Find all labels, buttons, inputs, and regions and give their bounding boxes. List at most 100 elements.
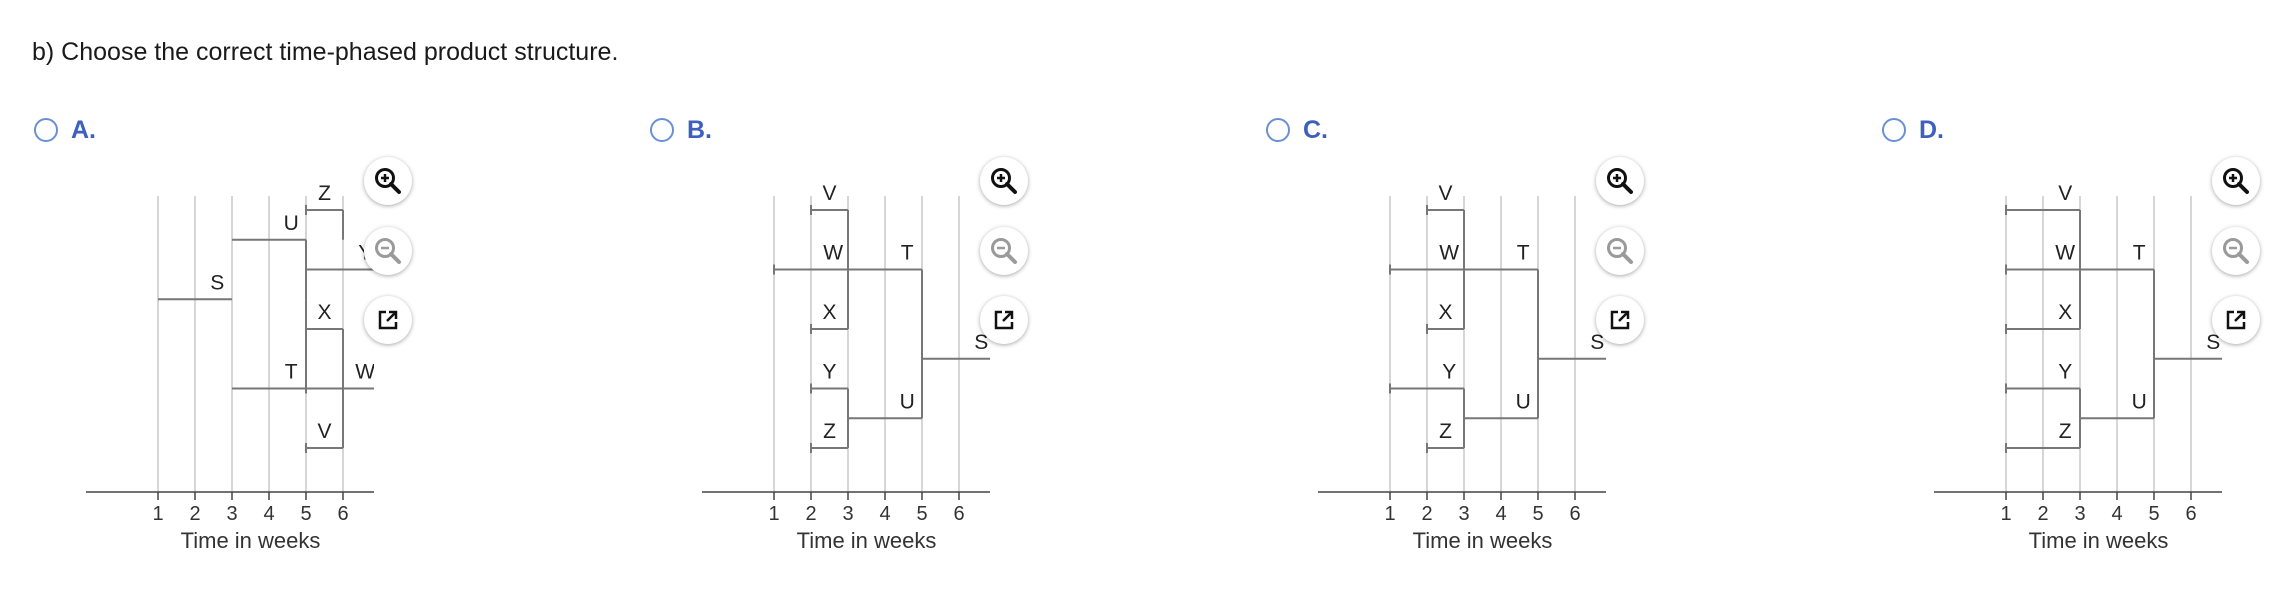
- radio-button[interactable]: [1882, 118, 1906, 142]
- x-tick-label: 4: [2111, 503, 2122, 525]
- item-label-s: S: [974, 331, 988, 354]
- item-label-v: V: [2058, 182, 2072, 205]
- zoom-in-icon: [1607, 168, 1633, 194]
- item-label-u: U: [2132, 390, 2147, 413]
- zoom-out-icon: [2223, 238, 2249, 264]
- x-tick-label: 5: [2148, 503, 2159, 525]
- item-label-z: Z: [2059, 420, 2072, 443]
- item-label-s: S: [210, 271, 224, 294]
- x-tick-label: 1: [2000, 503, 2011, 525]
- open-in-new-window-icon: [994, 310, 1014, 330]
- zoom-out-icon: [1607, 238, 1633, 264]
- open-in-new-window-icon: [2226, 310, 2246, 330]
- x-tick-label: 6: [1569, 503, 1580, 525]
- item-label-y: Y: [1442, 361, 1456, 384]
- open-new-window-button[interactable]: [364, 296, 412, 344]
- item-label-s: S: [1590, 331, 1604, 354]
- x-tick-label: 1: [152, 503, 163, 525]
- item-label-z: Z: [823, 420, 836, 443]
- x-tick-label: 3: [1458, 503, 1469, 525]
- zoom-in-button[interactable]: [1596, 157, 1644, 205]
- x-tick-label: 4: [879, 503, 890, 525]
- x-tick-label: 3: [842, 503, 853, 525]
- x-tick-label: 6: [337, 503, 348, 525]
- option-radio-label[interactable]: D.: [1882, 114, 1944, 146]
- x-tick-label: 2: [2037, 503, 2048, 525]
- product-structure-chart: 1234567Time in weeksSUTZYXWV: [86, 182, 374, 553]
- item-label-x: X: [822, 301, 836, 324]
- open-in-new-window-icon: [378, 310, 398, 330]
- zoom-in-button[interactable]: [980, 157, 1028, 205]
- item-label-w: W: [2055, 242, 2075, 265]
- x-tick-label: 3: [226, 503, 237, 525]
- x-tick-label: 6: [953, 503, 964, 525]
- item-label-t: T: [2133, 242, 2146, 265]
- x-axis-label: Time in weeks: [181, 528, 321, 553]
- option-radio-label[interactable]: C.: [1266, 114, 1328, 146]
- item-label-x: X: [1438, 301, 1452, 324]
- question-text: b) Choose the correct time-phased produc…: [32, 38, 619, 66]
- item-label-v: V: [822, 182, 836, 205]
- item-label-t: T: [1517, 242, 1530, 265]
- item-label-z: Z: [318, 182, 331, 205]
- x-tick-label: 4: [1495, 503, 1506, 525]
- zoom-in-icon: [991, 168, 1017, 194]
- zoom-out-button[interactable]: [1596, 227, 1644, 275]
- x-tick-label: 2: [189, 503, 200, 525]
- zoom-in-icon: [2223, 168, 2249, 194]
- item-label-z: Z: [1439, 420, 1452, 443]
- option-letter: A.: [71, 115, 96, 144]
- option-letter: D.: [1919, 115, 1944, 144]
- option-radio-label[interactable]: A.: [34, 114, 96, 146]
- item-label-y: Y: [2058, 361, 2072, 384]
- x-tick-label: 3: [2074, 503, 2085, 525]
- item-label-u: U: [1516, 390, 1531, 413]
- x-axis-label: Time in weeks: [2029, 528, 2169, 553]
- x-axis-label: Time in weeks: [1413, 528, 1553, 553]
- x-tick-label: 5: [300, 503, 311, 525]
- x-tick-label: 2: [805, 503, 816, 525]
- radio-button[interactable]: [34, 118, 58, 142]
- item-label-y: Y: [822, 361, 836, 384]
- open-new-window-button[interactable]: [2212, 296, 2260, 344]
- item-label-v: V: [1438, 182, 1452, 205]
- radio-button[interactable]: [1266, 118, 1290, 142]
- option-radio-label[interactable]: B.: [650, 114, 712, 146]
- item-label-w: W: [355, 361, 374, 384]
- x-tick-label: 4: [263, 503, 274, 525]
- item-label-x: X: [317, 301, 331, 324]
- zoom-in-icon: [375, 168, 401, 194]
- item-label-v: V: [317, 420, 331, 443]
- zoom-out-icon: [375, 238, 401, 264]
- option-letter: C.: [1303, 115, 1328, 144]
- x-tick-label: 6: [2185, 503, 2196, 525]
- open-new-window-button[interactable]: [1596, 296, 1644, 344]
- open-in-new-window-icon: [1610, 310, 1630, 330]
- option-letter: B.: [687, 115, 712, 144]
- zoom-out-button[interactable]: [980, 227, 1028, 275]
- zoom-in-button[interactable]: [2212, 157, 2260, 205]
- zoom-out-button[interactable]: [2212, 227, 2260, 275]
- radio-button[interactable]: [650, 118, 674, 142]
- x-tick-label: 1: [768, 503, 779, 525]
- x-tick-label: 1: [1384, 503, 1395, 525]
- zoom-in-button[interactable]: [364, 157, 412, 205]
- open-new-window-button[interactable]: [980, 296, 1028, 344]
- x-tick-label: 5: [1532, 503, 1543, 525]
- item-label-t: T: [285, 361, 298, 384]
- item-label-t: T: [901, 242, 914, 265]
- zoom-out-icon: [991, 238, 1017, 264]
- item-label-x: X: [2058, 301, 2072, 324]
- x-tick-label: 2: [1421, 503, 1432, 525]
- zoom-out-button[interactable]: [364, 227, 412, 275]
- x-tick-label: 5: [916, 503, 927, 525]
- item-label-u: U: [284, 212, 299, 235]
- item-label-w: W: [1439, 242, 1459, 265]
- x-axis-label: Time in weeks: [797, 528, 937, 553]
